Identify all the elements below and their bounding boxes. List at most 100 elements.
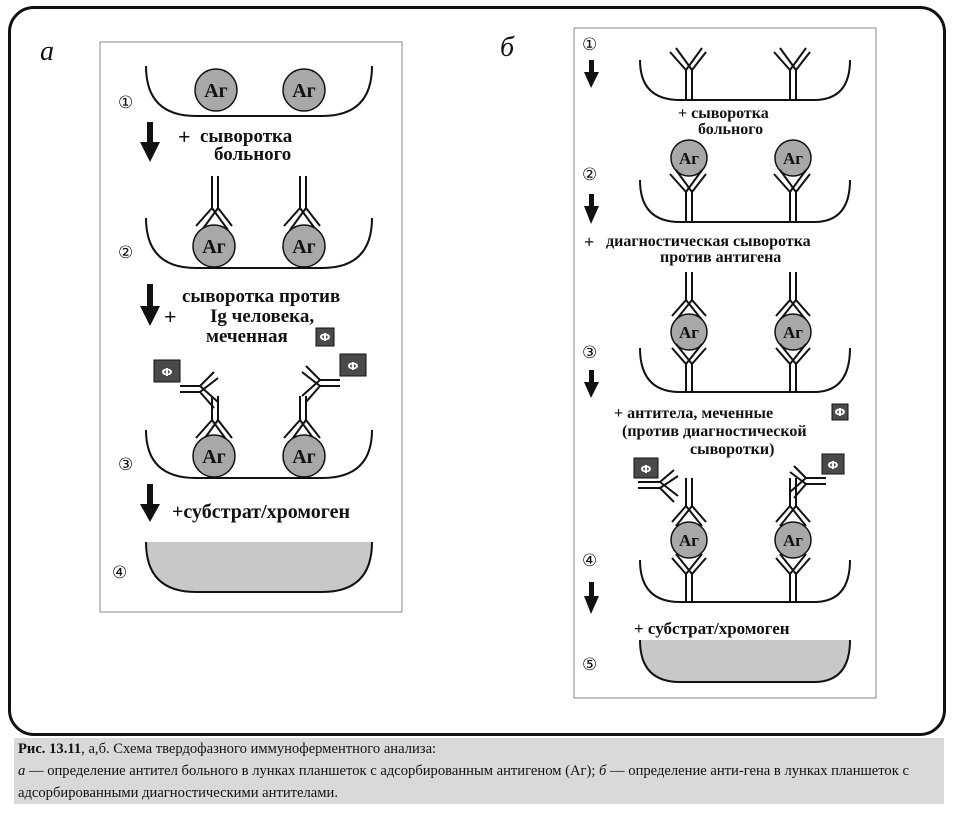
svg-text:Ф: Ф <box>162 366 173 379</box>
panel-a-well-3 <box>145 429 373 479</box>
antigen-ag: Аг <box>774 521 812 559</box>
adsorbed-antibody-icon <box>775 553 811 602</box>
panel-a-well-1 <box>145 65 373 117</box>
panel-a-step-1-number: ① <box>118 93 133 113</box>
svg-text:Аг: Аг <box>292 80 316 102</box>
svg-text:Аг: Аг <box>679 323 699 342</box>
enzyme-tag-icon: Ф <box>339 353 367 377</box>
panel-a-letter: а <box>40 36 54 67</box>
svg-text:Аг: Аг <box>783 323 803 342</box>
panel-a-step2-plus: + <box>164 304 177 329</box>
panel-a-step-3-number: ③ <box>118 455 133 475</box>
caption-fig-title: , а,б. Схема твердофазного иммунофермент… <box>81 741 437 757</box>
panel-b-letter: б <box>500 32 515 63</box>
antigen-ag: Аг <box>282 224 326 268</box>
adsorbed-antibody-icon <box>669 47 707 100</box>
panel-b-step2-plus: + <box>584 232 594 252</box>
panel-b-well-4 <box>639 559 851 603</box>
down-arrow-icon <box>584 370 599 398</box>
down-arrow-icon <box>584 60 599 88</box>
enzyme-tag-icon: Ф <box>821 453 845 475</box>
enzyme-tag-icon: Ф <box>315 327 335 347</box>
antigen-ag: Аг <box>282 68 326 112</box>
adsorbed-antibody-icon <box>773 47 811 100</box>
svg-text:Аг: Аг <box>679 531 699 550</box>
panel-b-well-3 <box>639 347 851 393</box>
svg-text:Аг: Аг <box>679 149 699 168</box>
antibody-icon <box>283 176 321 231</box>
panel-b-step2-line2: против антигена <box>660 249 781 266</box>
enzyme-tag-icon: Ф <box>633 457 659 479</box>
caption-b-letter: б <box>599 763 607 779</box>
diagnostic-antibody-icon <box>671 272 707 321</box>
antigen-ag: Аг <box>670 313 708 351</box>
adsorbed-antibody-icon <box>671 343 707 392</box>
adsorbed-antibody-icon <box>669 169 707 222</box>
svg-text:Ф: Ф <box>828 459 839 472</box>
down-arrow-icon <box>140 284 160 326</box>
svg-text:Ф: Ф <box>348 360 359 373</box>
caption-b-text: — определение анти-гена в лунках планшет… <box>18 763 909 801</box>
panel-a-box <box>99 41 403 613</box>
panel-b-step-3-number: ③ <box>582 343 597 363</box>
svg-text:Аг: Аг <box>292 446 316 468</box>
panel-b-step2-line1: диагностическая сыворотка <box>606 233 811 250</box>
panel-a-step-4-number: ④ <box>112 563 127 583</box>
panel-a-step2-line3: меченная <box>206 326 288 347</box>
panel-b-step3-line3: сыворотки) <box>690 441 774 458</box>
svg-text:Аг: Аг <box>204 80 228 102</box>
panel-a-step1-line2: больного <box>214 144 291 165</box>
down-arrow-icon <box>584 194 599 224</box>
adsorbed-antibody-icon <box>773 169 811 222</box>
panel-a-well-4-substrate <box>146 542 372 592</box>
caption-a-text: — определение антител больного в лунках … <box>25 763 600 779</box>
panel-b-box <box>573 27 877 699</box>
panel-b-step-4-number: ④ <box>582 551 597 571</box>
antigen-ag: Аг <box>192 434 236 478</box>
labeled-antibody-icon <box>789 465 826 499</box>
antigen-ag: Аг <box>670 139 708 177</box>
antigen-ag: Аг <box>670 521 708 559</box>
panel-b-step1-line1: + сыворотка <box>678 105 769 122</box>
elisa-diagram: а б ① Аг Аг + сыворотка больного ② Аг Аг <box>40 27 877 699</box>
antigen-ag: Аг <box>192 224 236 268</box>
panel-a-step-2-number: ② <box>118 243 133 263</box>
panel-a-step1-plus: + <box>178 124 191 149</box>
panel-b-step3-line2: (против диагностической <box>622 423 807 440</box>
svg-text:Аг: Аг <box>202 236 226 258</box>
svg-text:Аг: Аг <box>202 446 226 468</box>
figure-caption: Рис. 13.11, а,б. Схема твердофазного имм… <box>14 738 944 804</box>
panel-b-step-1-number: ① <box>582 35 597 55</box>
diagnostic-antibody-icon <box>775 272 811 321</box>
secondary-antibody-icon <box>301 365 340 403</box>
antigen-ag: Аг <box>774 313 812 351</box>
diagnostic-antibody-icon <box>671 478 707 527</box>
panel-b-step4-label: + субстрат/хромоген <box>634 619 790 638</box>
antigen-ag: Аг <box>194 68 238 112</box>
enzyme-tag-icon: Ф <box>153 359 181 383</box>
enzyme-tag-icon: Ф <box>831 403 849 421</box>
svg-text:Ф: Ф <box>320 331 331 344</box>
antigen-ag: Аг <box>282 434 326 478</box>
panel-a-well-2 <box>145 217 373 269</box>
panel-b-step-5-number: ⑤ <box>582 655 597 675</box>
panel-b-step-2-number: ② <box>582 165 597 185</box>
panel-a-step3-label: +субстрат/хромоген <box>172 501 350 523</box>
labeled-antibody-icon <box>638 469 679 503</box>
diagnostic-antibody-icon <box>775 478 811 527</box>
panel-b-well-5 <box>639 639 851 683</box>
svg-text:Аг: Аг <box>783 531 803 550</box>
down-arrow-icon <box>584 582 599 614</box>
caption-a-letter: а <box>18 763 26 779</box>
adsorbed-antibody-icon <box>671 553 707 602</box>
panel-b-well-1 <box>639 59 851 101</box>
panel-a-step2-line1: сыворотка против <box>182 286 340 307</box>
antigen-ag: Аг <box>774 139 812 177</box>
svg-text:Аг: Аг <box>783 149 803 168</box>
antibody-icon <box>195 176 233 231</box>
panel-a-step2-line2: Ig человека, <box>210 306 314 327</box>
panel-a-well-4 <box>145 541 373 593</box>
panel-b-step3-line1: + антитела, меченные <box>614 405 773 422</box>
panel-b-well-5-substrate <box>640 640 850 682</box>
panel-b-step1-line2: больного <box>698 121 763 138</box>
